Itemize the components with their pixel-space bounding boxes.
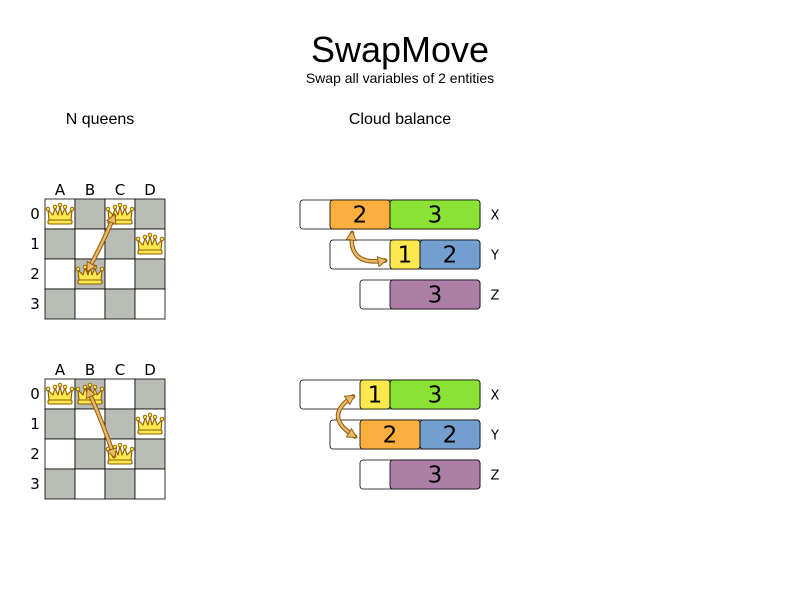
board-cell [44, 288, 76, 320]
board-cell [44, 258, 76, 290]
computer-label: X [491, 209, 500, 224]
board-cell [134, 468, 166, 500]
column-label: A [55, 361, 66, 379]
row-label: 2 [30, 445, 40, 463]
process-block [389, 279, 481, 310]
nqueens-board-1: A B C D 0 1 2 3 [30, 181, 166, 320]
column-label: D [144, 361, 156, 379]
cloud-balance-heading: Cloud balance [348, 111, 452, 128]
arrow-head-icon [345, 427, 358, 439]
board-cell [104, 468, 136, 500]
process-block [389, 379, 481, 410]
process-size-label: 3 [428, 283, 443, 309]
row-label: 3 [30, 475, 40, 493]
row-label: 1 [30, 235, 40, 253]
board-cell [134, 288, 166, 320]
row-label: 3 [30, 295, 40, 313]
board-cell [74, 288, 106, 320]
board-cell [104, 378, 136, 410]
arrow-head-icon [85, 387, 97, 400]
board-cell [134, 198, 166, 230]
board-cell [74, 198, 106, 230]
process-size-label: 2 [383, 423, 398, 449]
process-block [419, 419, 481, 450]
arrow-head-icon [106, 447, 118, 459]
arrow-head-icon [105, 213, 117, 226]
process-block [389, 199, 481, 230]
computer-label: Y [490, 249, 499, 264]
row-label: 2 [30, 265, 40, 283]
board-cell [104, 228, 136, 260]
column-label: A [55, 181, 66, 199]
process-size-label: 2 [443, 243, 458, 269]
row-label: 1 [30, 415, 40, 433]
arrow-head-icon [343, 394, 356, 406]
board-cell [134, 438, 166, 470]
arrow-head-icon [376, 256, 388, 268]
column-label: B [85, 361, 95, 379]
board-cell [104, 408, 136, 440]
board-cell [44, 438, 76, 470]
arrow-head-icon [86, 260, 97, 273]
board-cell [74, 438, 106, 470]
column-label: D [144, 181, 156, 199]
board-cell [134, 258, 166, 290]
computer-label: Y [490, 429, 499, 444]
nqueens-heading: N queens [65, 111, 135, 128]
process-block [389, 459, 481, 490]
board-cell [74, 468, 106, 500]
board-cell [44, 468, 76, 500]
process-size-label: 3 [428, 203, 443, 229]
page-subtitle: Swap all variables of 2 entities [305, 70, 495, 86]
process-size-label: 2 [353, 203, 368, 229]
board-cell [104, 258, 136, 290]
nqueens-board-2: A B C D 0 1 2 3 [30, 361, 166, 500]
computer-label: Z [491, 469, 500, 484]
row-label: 0 [30, 385, 40, 403]
process-block [419, 239, 481, 270]
computer-label: Z [491, 289, 500, 304]
arrow-head-icon [345, 230, 357, 242]
board-cell [44, 228, 76, 260]
board-cell [104, 288, 136, 320]
board-cell [134, 378, 166, 410]
column-label: C [115, 181, 125, 199]
column-label: C [115, 361, 125, 379]
process-size-label: 3 [428, 463, 443, 489]
process-size-label: 2 [443, 423, 458, 449]
process-size-label: 1 [368, 383, 383, 409]
process-size-label: 3 [428, 383, 443, 409]
board-cell [44, 408, 76, 440]
page-title: SwapMove [310, 29, 490, 70]
row-label: 0 [30, 205, 40, 223]
column-label: B [85, 181, 95, 199]
process-size-label: 1 [398, 243, 413, 269]
computer-label: X [491, 389, 500, 404]
